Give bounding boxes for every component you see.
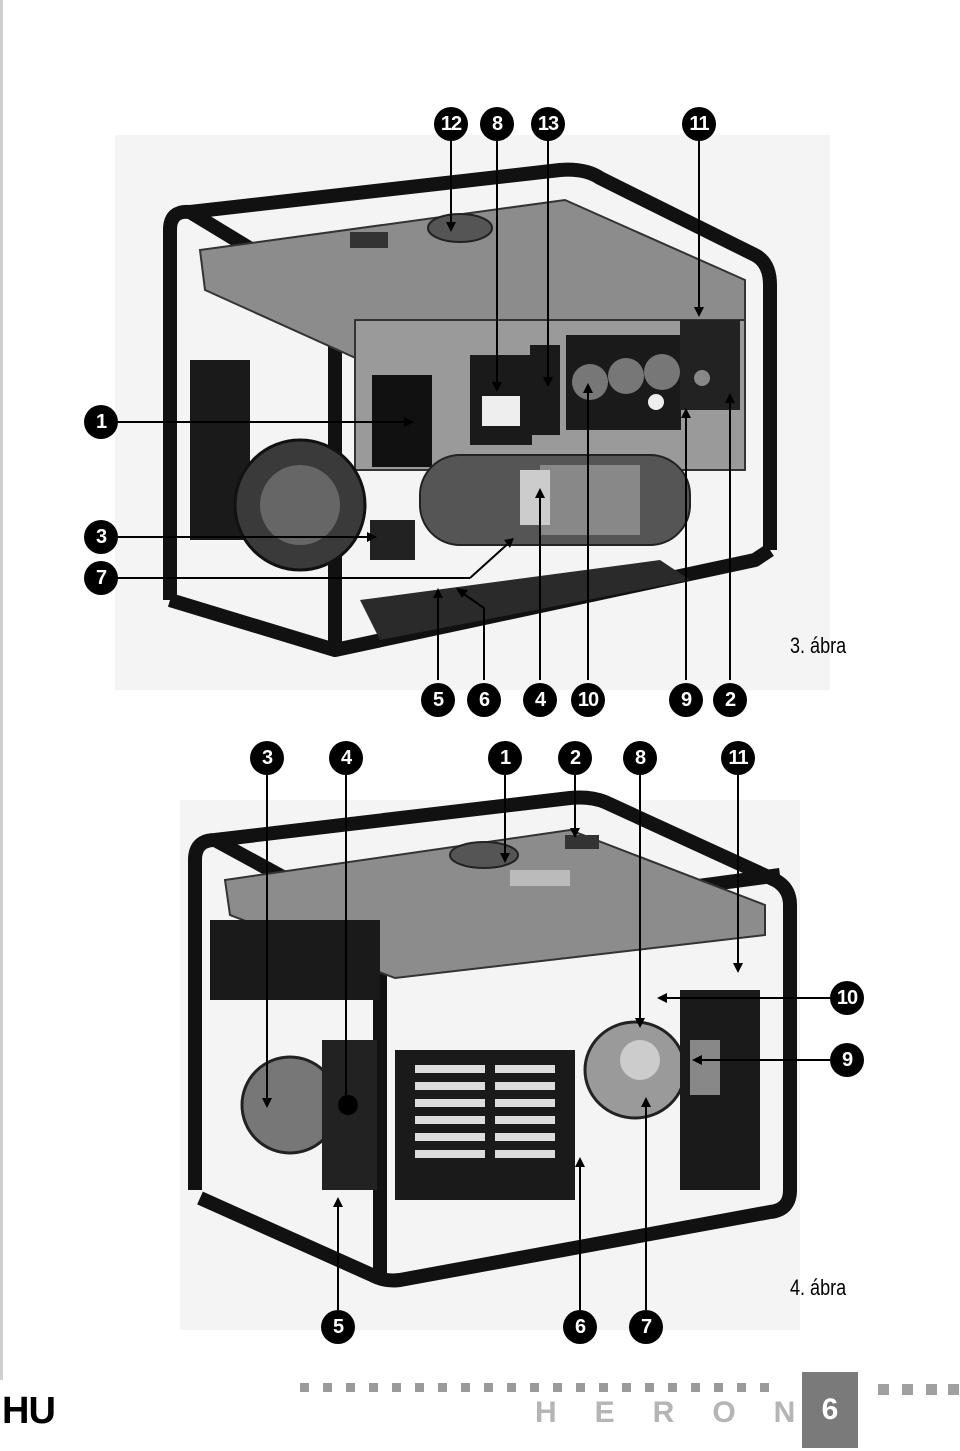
- callout-11: 11: [682, 107, 716, 141]
- callout-5: 5: [421, 683, 455, 717]
- callout-11: 11: [721, 741, 755, 775]
- callout-4: 4: [329, 741, 363, 775]
- callout-9: 9: [669, 683, 703, 717]
- callout-5: 5: [321, 1310, 355, 1344]
- footer-dot-row: [300, 1383, 769, 1392]
- callout-2: 2: [713, 683, 747, 717]
- callout-12: 12: [434, 107, 468, 141]
- language-code: HU: [2, 1390, 56, 1432]
- brand-logo: HERON: [535, 1396, 834, 1429]
- callout-1: 1: [488, 741, 522, 775]
- callout-7: 7: [629, 1310, 663, 1344]
- generator-rear-illustration: [180, 775, 830, 1330]
- figure-4: 3 4 1 2 8 11 10 9 5 6 7 4. ábra: [0, 720, 960, 1360]
- callout-8: 8: [480, 107, 514, 141]
- callout-2: 2: [558, 741, 592, 775]
- callout-3: 3: [84, 520, 118, 554]
- callout-9: 9: [830, 1043, 864, 1077]
- callout-10: 10: [830, 981, 864, 1015]
- page-footer: HU HERON 6: [0, 1370, 960, 1451]
- footer-square: [878, 1384, 889, 1395]
- figure-3-caption: 3. ábra: [790, 633, 847, 658]
- callout-4: 4: [523, 683, 557, 717]
- callout-1: 1: [84, 405, 118, 439]
- page-number: 6: [802, 1372, 858, 1448]
- footer-square: [902, 1384, 913, 1395]
- footer-square: [948, 1384, 959, 1395]
- figure-3: 12 8 13 11 1 3 7 5 6 4 10 9 2 3. ábra: [0, 0, 960, 717]
- generator-front-illustration: [115, 135, 830, 690]
- callout-13: 13: [531, 107, 565, 141]
- footer-square: [926, 1384, 937, 1395]
- figure-4-caption: 4. ábra: [790, 1275, 847, 1300]
- callout-7: 7: [84, 561, 118, 595]
- callout-8: 8: [623, 741, 657, 775]
- callout-3: 3: [250, 741, 284, 775]
- callout-6: 6: [563, 1310, 597, 1344]
- callout-10: 10: [571, 683, 605, 717]
- callout-6: 6: [467, 683, 501, 717]
- page-edge-rule: [0, 0, 3, 1380]
